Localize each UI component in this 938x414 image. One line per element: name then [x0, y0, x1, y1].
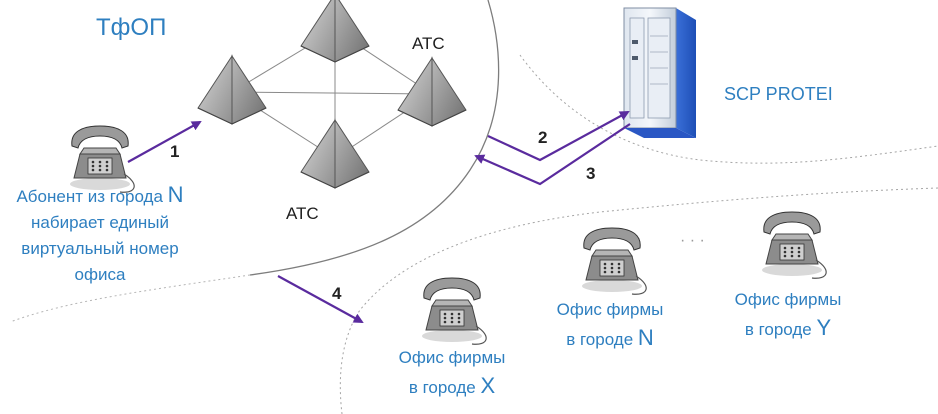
arrow-4-label: 4: [332, 284, 342, 303]
subscriber-caption: Абонент из города N набирает единый вирт…: [2, 182, 198, 288]
tfop-label: ТфОП: [96, 14, 167, 41]
switch-top: [300, 0, 370, 63]
office-y-telephone-icon: [761, 211, 827, 279]
office-n-telephone-icon: [581, 227, 647, 295]
office-n-line1: Офис фирмы: [556, 300, 664, 319]
server-rack-icon: [623, 7, 696, 138]
office-y-line2: в городе Y: [744, 315, 832, 340]
arrow-2: [487, 111, 630, 162]
arrow-4: [277, 275, 364, 323]
subscriber-caption-line3: виртуальный номер: [21, 239, 179, 258]
office-x-telephone-icon: [421, 277, 487, 345]
office-y-caption: Офис фирмы в городе Y: [720, 286, 856, 344]
arrow-2-label: 2: [538, 128, 548, 147]
switch-left: [197, 55, 267, 125]
office-boundary: [339, 187, 938, 414]
office-x-caption: Офис фирмы в городе X: [384, 344, 520, 402]
scp-label: SCP PROTEI: [724, 84, 833, 104]
scp-boundary: [519, 54, 938, 164]
office-x-line2: в городе X: [408, 373, 496, 398]
office-x-line1: Офис фирмы: [398, 348, 506, 367]
office-y-line1: Офис фирмы: [734, 290, 842, 309]
tfop-boundary-dotted: [9, 274, 251, 323]
office-n-line2: в городе N: [566, 325, 654, 350]
tfop-boundary: [249, 0, 500, 276]
switch-right: [397, 57, 467, 127]
subscriber-caption-line4: офиса: [74, 265, 126, 284]
switch-bottom: [300, 119, 370, 189]
subscriber-caption-line1: Абонент из города N: [16, 182, 184, 207]
arrow-3-label: 3: [586, 164, 596, 183]
arrow-1-label: 1: [170, 142, 180, 161]
atc-top-label: АТС: [412, 34, 445, 53]
subscriber-caption-line2: набирает единый: [31, 213, 169, 232]
arrow-1: [127, 121, 202, 163]
arrow-3: [474, 123, 631, 186]
office-n-caption: Офис фирмы в городе N: [542, 296, 678, 354]
ellipsis: · · ·: [680, 232, 705, 249]
atc-bottom-label: АТС: [286, 204, 319, 223]
